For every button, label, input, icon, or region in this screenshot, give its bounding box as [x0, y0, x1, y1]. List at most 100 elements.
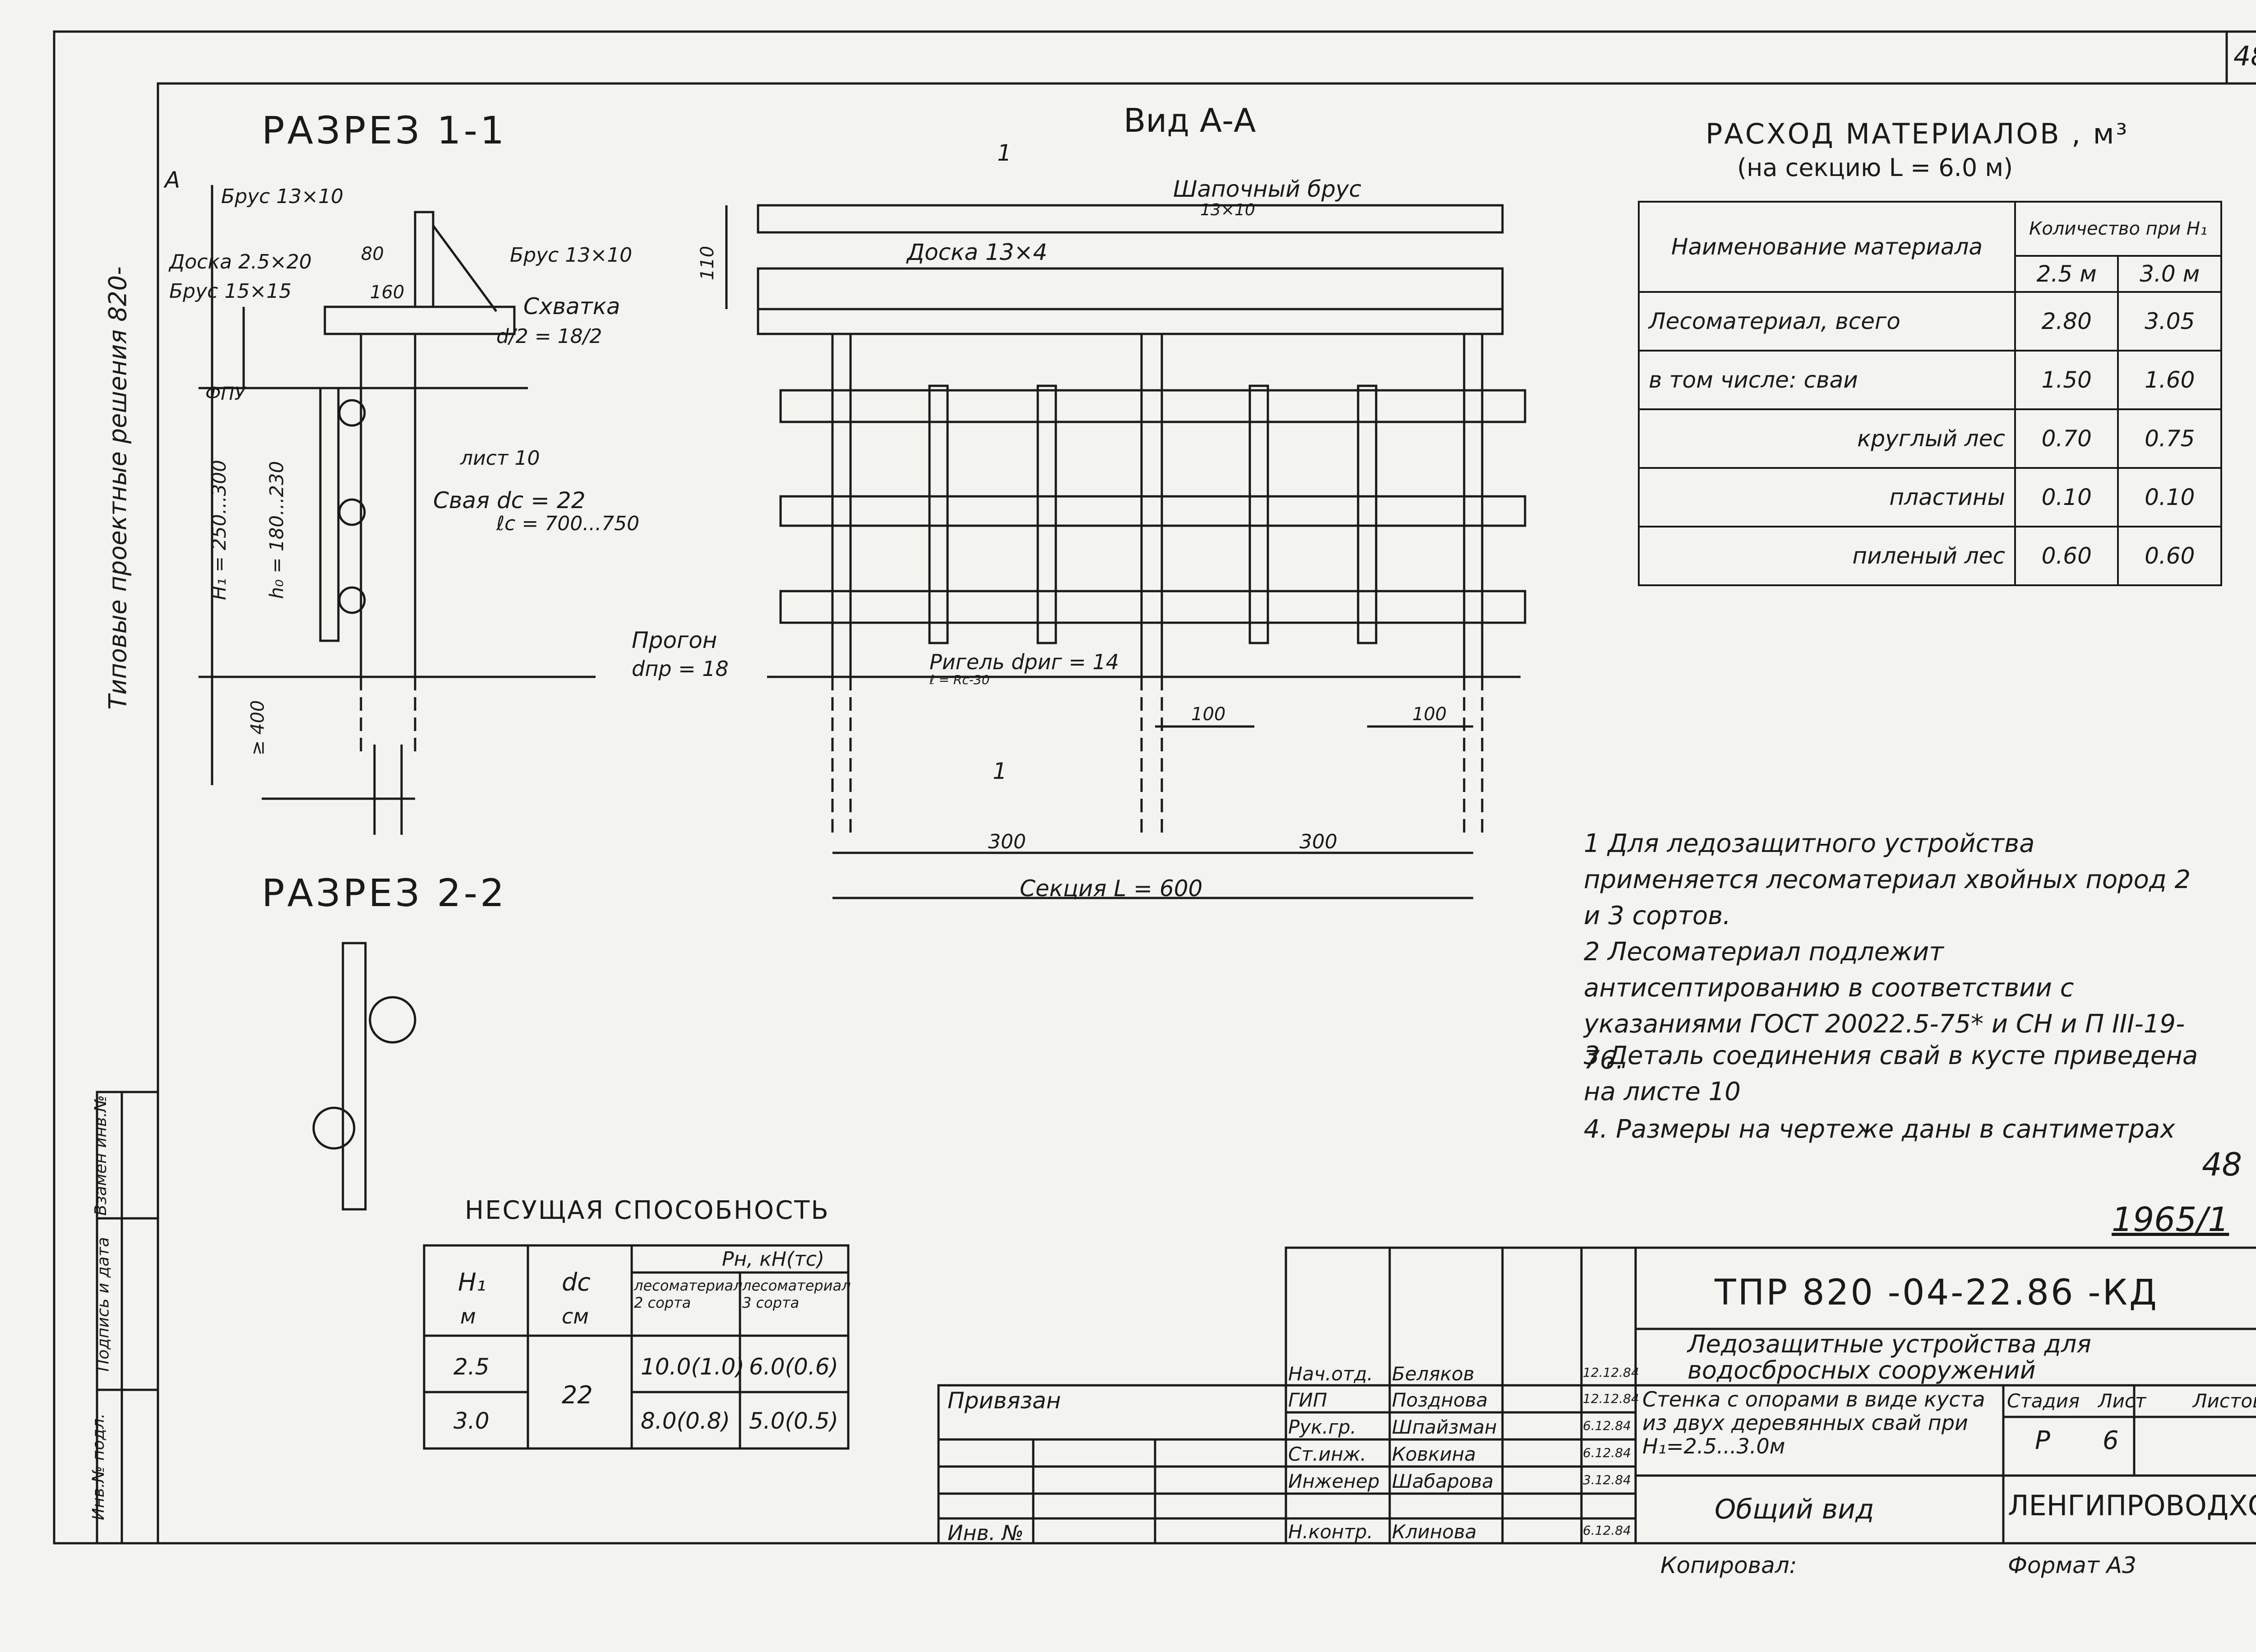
capacity-row-h: 3.0	[453, 1408, 490, 1434]
dim-110: 110	[697, 245, 718, 281]
materials-col-30: 3.0 м	[2117, 255, 2222, 293]
person-date: 6.12.84	[1583, 1445, 1631, 1460]
materials-row-a: 0.60	[2014, 526, 2119, 586]
label-brus15: Брус 15×15	[169, 280, 292, 303]
view-a-a-title: Вид А-А	[1123, 102, 1256, 139]
label-svaya: Свая dc = 22	[433, 487, 586, 514]
label-cap-beam: Шапочный брус	[1173, 176, 1362, 202]
person-role: Ст.инж.	[1288, 1443, 1367, 1465]
label-fpu: ФПУ	[205, 384, 245, 404]
dim-h1: H₁ = 250...300	[208, 460, 230, 600]
materials-row-b: 0.75	[2117, 408, 2222, 469]
stamp-year: 1965/1	[2112, 1200, 2229, 1239]
cut-1-bottom: 1	[993, 758, 1007, 784]
capacity-row-p1: 10.0(1.0)	[641, 1354, 744, 1380]
person-name: Шабарова	[1392, 1470, 1494, 1492]
dim-300-right: 300	[1299, 830, 1337, 853]
materials-row-b: 3.05	[2117, 291, 2222, 352]
label-doska-13x4: Доска 13×4	[907, 239, 1048, 265]
person-date: 6.12.84	[1583, 1418, 1631, 1433]
capacity-h-unit: м	[460, 1304, 476, 1328]
person-name: Клинова	[1392, 1521, 1477, 1543]
label-lc: ℓc = 700...750	[496, 512, 640, 535]
sheet-name: Стенка с опорами в виде куста из двух де…	[1642, 1387, 1985, 1458]
section-2-2-title: РАЗРЕЗ 2-2	[262, 871, 507, 915]
side-stamp: Инв.№ подл.	[89, 1413, 108, 1520]
materials-row-a: 1.50	[2014, 350, 2119, 410]
label-list10: лист 10	[460, 447, 540, 470]
side-stamp: Взамен инв.№	[92, 1095, 111, 1216]
stage-value: Р	[2035, 1426, 2050, 1455]
person-role: Нач.отд.	[1288, 1363, 1373, 1385]
side-stamp: Подпись и дата	[94, 1237, 113, 1372]
sheet-value: 6	[2103, 1426, 2119, 1455]
note-4: 4. Размеры на чертеже даны в сантиметрах	[1584, 1115, 2175, 1144]
person-name: Шпайзман	[1392, 1416, 1497, 1438]
materials-row-name: круглый лес	[1638, 408, 2016, 469]
label-progon: Прогон	[632, 627, 717, 653]
sheets-header: Листов	[2193, 1390, 2256, 1412]
person-role: ГИП	[1288, 1389, 1327, 1411]
label-progon-d: dпр = 18	[632, 657, 729, 681]
capacity-row-p1: 8.0(0.8)	[641, 1408, 730, 1434]
capacity-d-unit: см	[562, 1304, 589, 1328]
cut-1-top: 1	[997, 140, 1012, 166]
label-skhvatka-fraction: d/2 = 18/2	[496, 325, 602, 348]
materials-row-name: пиленый лес	[1638, 526, 2016, 586]
sheet-header: Лист	[2098, 1390, 2146, 1412]
section-mark-a: А	[165, 167, 180, 193]
materials-row-name: в том числе: сваи	[1638, 350, 2016, 410]
dim-400: ≥ 400	[247, 700, 268, 756]
label-skhvatka: Схватка	[523, 293, 620, 319]
dim-160: 160	[370, 282, 405, 303]
person-name: Беляков	[1392, 1363, 1475, 1385]
materials-row-name: Лесоматериал, всего	[1638, 291, 2016, 352]
materials-row-b: 0.60	[2117, 526, 2222, 586]
page-number: 48	[2233, 41, 2256, 72]
person-date: 3.12.84	[1583, 1472, 1631, 1487]
capacity-title: НЕСУЩАЯ СПОСОБНОСТЬ	[465, 1196, 830, 1225]
materials-table: Наименование материала Количество при H₁…	[1638, 201, 2222, 586]
label-cap-size: 13×10	[1200, 201, 1255, 219]
label-rigel-length: ℓ = Rс-30	[929, 672, 990, 687]
dim-80: 80	[361, 244, 384, 264]
capacity-p-head: Pн, кН(тс)	[722, 1248, 825, 1271]
doc-code: ТПР 820 -04-22.86 -КД	[1715, 1273, 2159, 1313]
organization: ЛЕНГИПРОВОДХОЗ	[2008, 1489, 2256, 1522]
project-name: Ледозащитные устройства для водосбросных…	[1687, 1330, 2091, 1384]
capacity-p-col2: лесоматериал 3 сорта	[742, 1277, 851, 1311]
label-brus-right: Брус 13×10	[510, 244, 633, 267]
person-date: 12.12.84	[1583, 1365, 1639, 1380]
materials-col-25: 2.5 м	[2014, 255, 2119, 293]
person-name: Ковкина	[1392, 1443, 1476, 1465]
materials-row-b: 1.60	[2117, 350, 2222, 410]
materials-row-a: 0.10	[2014, 467, 2119, 528]
dim-section-length: Секция L = 600	[1020, 875, 1203, 902]
materials-row-a: 2.80	[2014, 291, 2119, 352]
paper-format: Формат А3	[2008, 1552, 2136, 1578]
inventory-label: Инв. №	[948, 1521, 1024, 1545]
capacity-d-value: 22	[562, 1381, 593, 1409]
view-name: Общий вид	[1715, 1494, 1874, 1525]
materials-head-qty: Количество при H₁	[2014, 201, 2222, 257]
privyazan-label: Привязан	[948, 1388, 1061, 1414]
person-role: Инженер	[1288, 1470, 1380, 1492]
person-name: Позднова	[1392, 1389, 1488, 1411]
capacity-row-p2: 5.0(0.5)	[749, 1408, 839, 1434]
materials-row-name: пластины	[1638, 467, 2016, 528]
capacity-p-col1: лесоматериал 2 сорта	[634, 1277, 743, 1311]
person-role: Н.контр.	[1288, 1521, 1373, 1543]
stage-header: Стадия	[2007, 1390, 2080, 1412]
capacity-row-h: 2.5	[453, 1354, 490, 1380]
person-date: 6.12.84	[1583, 1523, 1631, 1538]
label-doska: Доска 2.5×20	[169, 250, 312, 273]
section-1-1-title: РАЗРЕЗ 1-1	[262, 108, 507, 153]
dim-100-left: 100	[1191, 704, 1226, 725]
materials-row-a: 0.70	[2014, 408, 2119, 469]
capacity-h-head: H₁	[458, 1268, 486, 1296]
materials-title: РАСХОД МАТЕРИАЛОВ , м³	[1706, 117, 2129, 150]
side-note: Типовые проектные решения 820-	[103, 266, 132, 710]
note-2: 2 Лесоматериал подлежит антисептированию…	[1584, 937, 2185, 1075]
person-role: Рук.гр.	[1288, 1416, 1356, 1438]
